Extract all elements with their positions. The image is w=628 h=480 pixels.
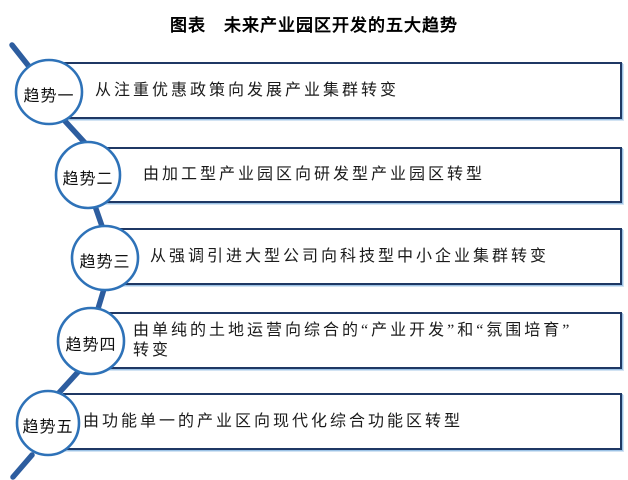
trend-box-1-text: 从注重优惠政策向发展产业集群转变 (95, 81, 400, 99)
diagram-title: 图表 未来产业园区开发的五大趋势 (170, 16, 458, 35)
zigzag-segment-4-5 (54, 369, 81, 398)
zigzag-segment-3-4 (94, 286, 107, 315)
trend-box-5: 由功能单一的产业区向现代化综合功能区转型 (63, 393, 622, 450)
trend-circle-label-4: 趋势四 (65, 337, 117, 354)
trend-circle-label-2: 趋势二 (62, 171, 114, 188)
trend-circle-label-3: 趋势三 (79, 254, 131, 271)
trend-box-4: 由单纯的土地运营向综合的“产业开发”和“氛围培育” 转变 (100, 312, 622, 369)
trend-box-4-line1: 由单纯的土地运营向综合的“产业开发”和“氛围培育” (133, 321, 573, 339)
trend-box-4-text: 由单纯的土地运营向综合的“产业开发”和“氛围培育” 转变 (133, 321, 572, 361)
trend-box-3-text: 从强调引进大型公司向科技型中小企业集群转变 (150, 247, 550, 265)
trend-box-3: 从强调引进大型公司向科技型中小企业集群转变 (107, 228, 622, 285)
zigzag-segment-bottom (10, 452, 35, 480)
trend-circle-label-5: 趋势五 (22, 419, 74, 436)
trend-box-4-line2: 转变 (133, 341, 172, 359)
trend-box-5-text: 由功能单一的产业区向现代化综合功能区转型 (83, 412, 464, 430)
trend-box-1: 从注重优惠政策向发展产业集群转变 (57, 62, 622, 119)
zigzag-segment-top (9, 42, 34, 72)
trend-box-2: 由加工型产业园区向研发型产业园区转型 (100, 147, 622, 203)
trend-box-2-text: 由加工型产业园区向研发型产业园区转型 (143, 166, 486, 183)
zigzag-segment-1-2 (61, 117, 89, 147)
trend-circle-label-1: 趋势一 (23, 88, 75, 105)
zigzag-segment-2-3 (92, 203, 106, 232)
